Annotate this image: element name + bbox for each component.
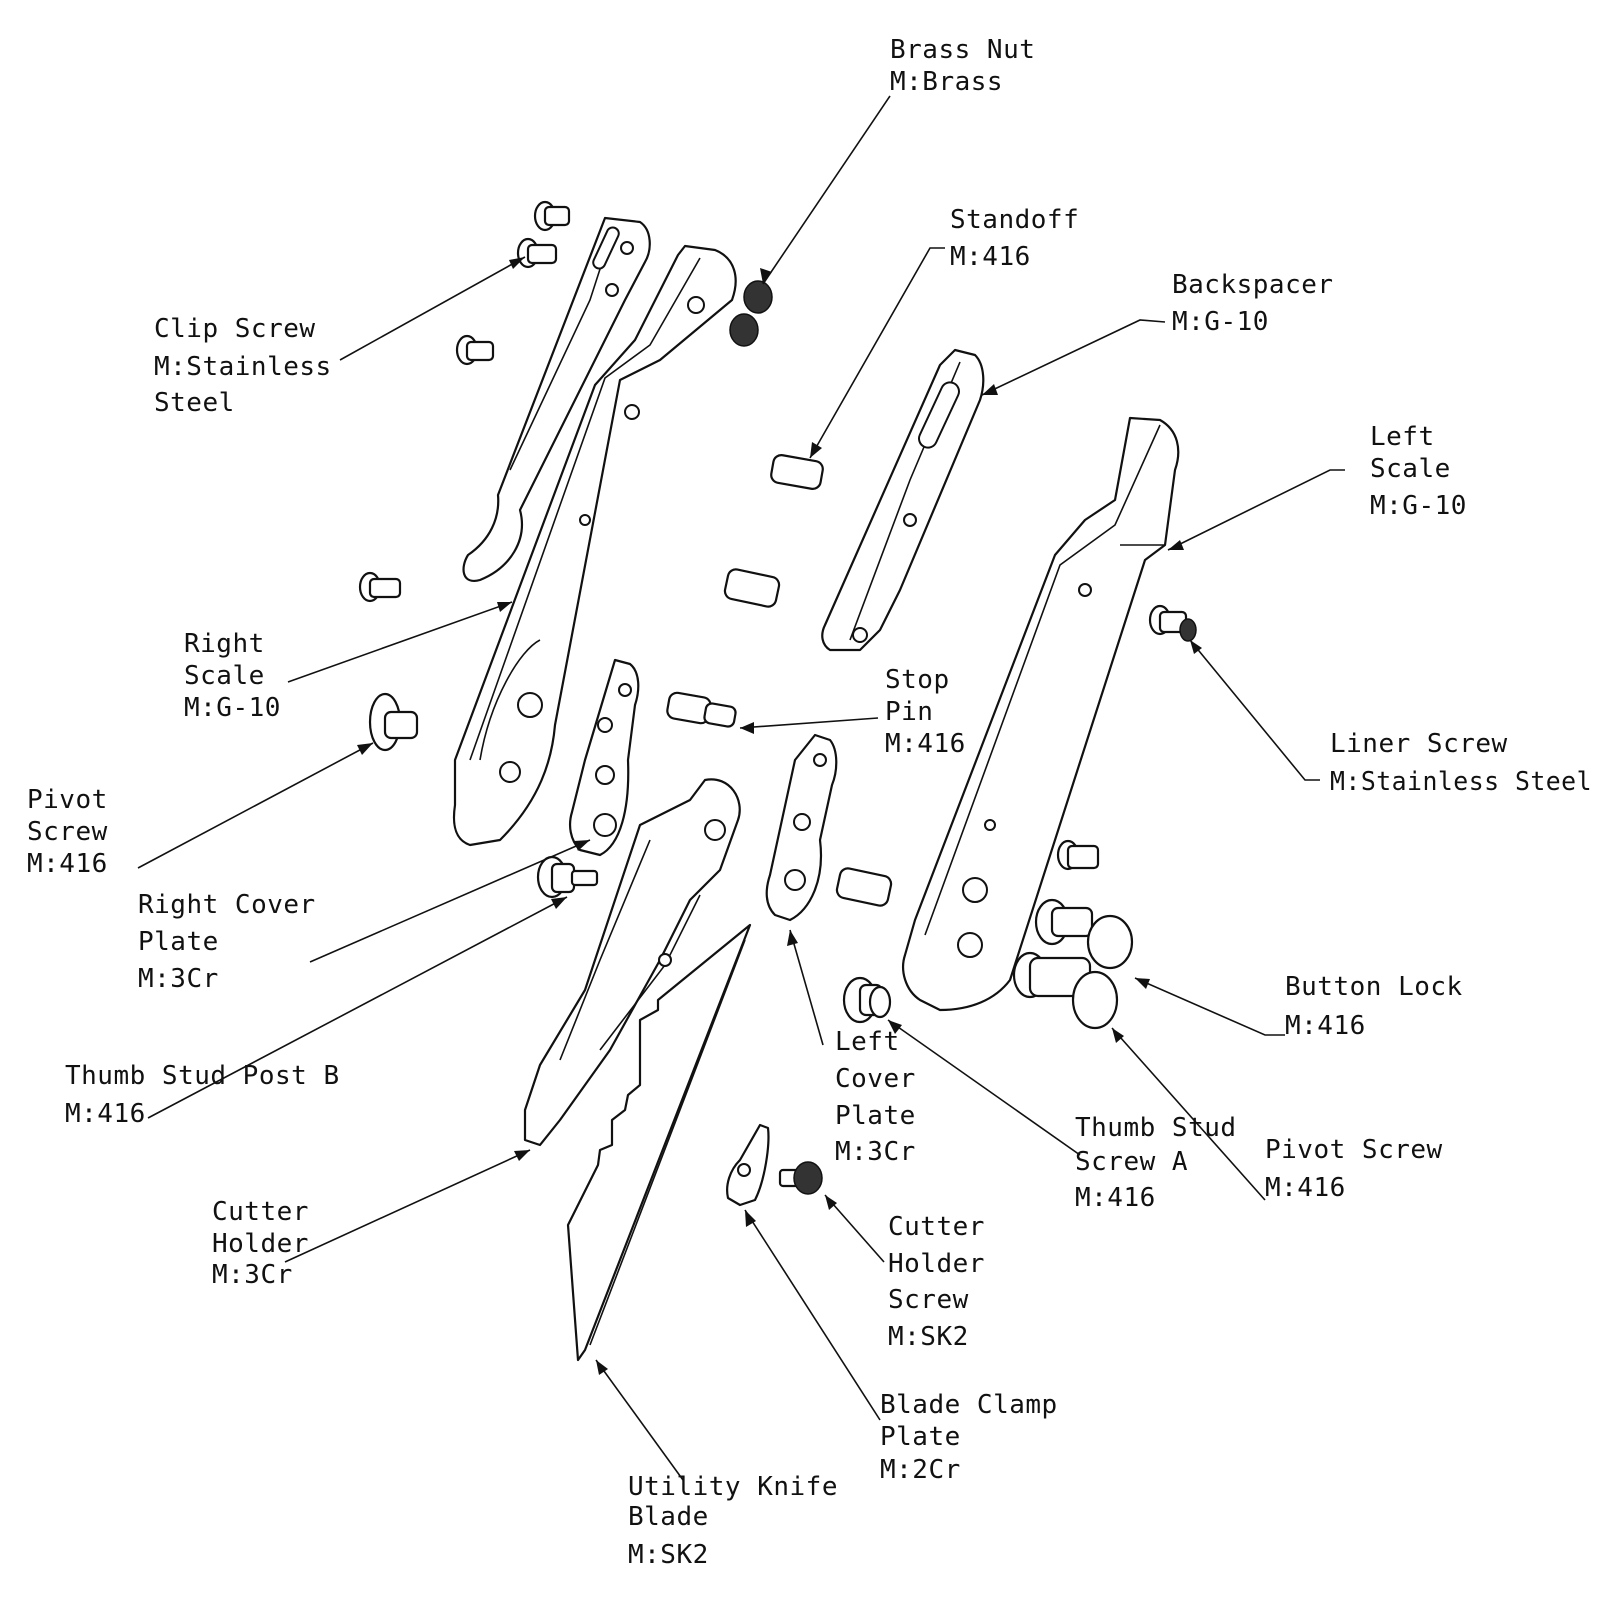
label-left-cover-plate-line3: Plate — [835, 1101, 916, 1131]
label-pivot-screw-right: Pivot Screw M:416 — [1265, 1135, 1443, 1203]
label-cutter-holder-screw-line1: Cutter — [888, 1212, 985, 1242]
label-left-cover-plate-line2: Cover — [835, 1064, 916, 1094]
label-cutter-holder-line3: M:3Cr — [212, 1260, 293, 1290]
label-left-scale: Left Scale M:G-10 — [1370, 422, 1467, 521]
label-right-cover-plate: Right Cover Plate M:3Cr — [138, 890, 316, 994]
label-pivot-screw-right-line1: Pivot Screw — [1265, 1135, 1443, 1165]
cutter-holder-part — [523, 778, 741, 1147]
clip-screws — [358, 200, 571, 603]
label-standoff-line2: M:416 — [950, 242, 1031, 272]
brass-nuts-part — [729, 280, 773, 347]
label-cutter-holder-screw-line4: M:SK2 — [888, 1322, 969, 1352]
leader-lines — [137, 95, 1345, 1481]
label-cutter-holder: Cutter Holder M:3Cr — [212, 1197, 309, 1290]
utility-knife-blade-part — [566, 923, 752, 1362]
label-right-scale-line3: M:G-10 — [184, 693, 281, 723]
label-thumb-stud-post-b-line1: Thumb Stud Post B — [65, 1061, 340, 1091]
pocket-clip — [462, 216, 651, 582]
blade-clamp-plate-part — [726, 1123, 770, 1207]
label-cutter-holder-screw-line2: Holder — [888, 1249, 985, 1279]
label-stop-pin-line3: M:416 — [885, 729, 966, 759]
label-button-lock: Button Lock M:416 — [1285, 972, 1463, 1041]
cutter-holder-screw-part — [778, 1161, 823, 1195]
label-blade-clamp-plate-line3: M:2Cr — [880, 1455, 961, 1485]
label-clip-screw-line2: M:Stainless — [154, 352, 332, 382]
label-right-cover-plate-line2: Plate — [138, 927, 219, 957]
button-lock-part — [1034, 898, 1134, 970]
label-pivot-screw-left-line3: M:416 — [27, 849, 108, 879]
label-backspacer: Backspacer M:G-10 — [1172, 270, 1334, 337]
label-right-scale-line2: Scale — [184, 661, 265, 691]
label-button-lock-line2: M:416 — [1285, 1011, 1366, 1041]
stop-pin-part — [666, 691, 737, 728]
label-left-cover-plate-line1: Left — [835, 1027, 900, 1057]
label-thumb-stud-screw-a: Thumb Stud Screw A M:416 — [1075, 1113, 1237, 1213]
label-brass-nut: Brass Nut M:Brass — [890, 35, 1035, 97]
label-standoff: Standoff M:416 — [950, 205, 1079, 272]
label-right-scale: Right Scale M:G-10 — [184, 629, 281, 723]
right-cover-plate-part — [569, 658, 640, 857]
label-left-scale-line1: Left — [1370, 422, 1435, 452]
pivot-screw-right-part — [1012, 951, 1119, 1030]
label-liner-screw-line1: Liner Screw — [1330, 729, 1508, 759]
label-clip-screw-line1: Clip Screw — [154, 314, 316, 344]
label-utility-knife-blade-line1: Utility Knife — [628, 1472, 838, 1502]
label-liner-screw: Liner Screw M:Stainless Steel — [1330, 729, 1592, 797]
label-thumb-stud-screw-a-line1: Thumb Stud — [1075, 1113, 1237, 1143]
label-right-scale-line1: Right — [184, 629, 265, 659]
label-cutter-holder-screw: Cutter Holder Screw M:SK2 — [888, 1212, 985, 1352]
label-liner-screw-line2: M:Stainless Steel — [1330, 767, 1592, 797]
label-standoff-line1: Standoff — [950, 205, 1079, 235]
label-brass-nut-line2: M:Brass — [890, 67, 1003, 97]
label-pivot-screw-left-line2: Screw — [27, 817, 108, 847]
label-button-lock-line1: Button Lock — [1285, 972, 1463, 1002]
label-clip-screw: Clip Screw M:Stainless Steel — [154, 314, 332, 418]
label-pivot-screw-right-line2: M:416 — [1265, 1173, 1346, 1203]
label-utility-knife-blade: Utility Knife Blade M:SK2 — [628, 1472, 838, 1570]
label-utility-knife-blade-line3: M:SK2 — [628, 1540, 709, 1570]
label-stop-pin: Stop Pin M:416 — [885, 665, 966, 759]
label-stop-pin-line2: Pin — [885, 697, 933, 727]
label-blade-clamp-plate: Blade Clamp Plate M:2Cr — [880, 1390, 1058, 1485]
label-right-cover-plate-line1: Right Cover — [138, 890, 316, 920]
pivot-screw-left-part — [368, 692, 419, 752]
label-left-scale-line2: Scale — [1370, 454, 1451, 484]
label-thumb-stud-post-b-line2: M:416 — [65, 1099, 146, 1129]
label-thumb-stud-screw-a-line2: Screw A — [1075, 1147, 1188, 1177]
label-backspacer-line1: Backspacer — [1172, 270, 1334, 300]
label-blade-clamp-plate-line1: Blade Clamp — [880, 1390, 1058, 1420]
label-left-scale-line3: M:G-10 — [1370, 491, 1467, 521]
label-clip-screw-line3: Steel — [154, 388, 235, 418]
label-stop-pin-line1: Stop — [885, 665, 950, 695]
label-backspacer-line2: M:G-10 — [1172, 307, 1269, 337]
liner-screw-lower-part — [1056, 839, 1100, 871]
label-utility-knife-blade-line2: Blade — [628, 1502, 709, 1532]
label-thumb-stud-post-b: Thumb Stud Post B M:416 — [65, 1061, 340, 1129]
thumb-stud-post-b-part — [536, 855, 599, 899]
label-brass-nut-line1: Brass Nut — [890, 35, 1035, 65]
backspacer-part — [821, 348, 985, 652]
standoffs-part — [723, 454, 893, 907]
label-pivot-screw-left: Pivot Screw M:416 — [27, 785, 108, 879]
left-scale-part — [902, 416, 1180, 1012]
label-thumb-stud-screw-a-line3: M:416 — [1075, 1183, 1156, 1213]
liner-screw-part — [1148, 604, 1197, 642]
right-scale-part — [452, 244, 737, 847]
label-right-cover-plate-line3: M:3Cr — [138, 964, 219, 994]
label-blade-clamp-plate-line2: Plate — [880, 1422, 961, 1452]
label-cutter-holder-screw-line3: Screw — [888, 1285, 969, 1315]
label-left-cover-plate: Left Cover Plate M:3Cr — [835, 1027, 916, 1167]
left-cover-plate-part — [765, 733, 838, 922]
label-pivot-screw-left-line1: Pivot — [27, 785, 108, 815]
label-cutter-holder-line1: Cutter — [212, 1197, 309, 1227]
thumb-stud-screw-a-part — [842, 976, 892, 1024]
label-left-cover-plate-line4: M:3Cr — [835, 1137, 916, 1167]
label-cutter-holder-line2: Holder — [212, 1229, 309, 1259]
